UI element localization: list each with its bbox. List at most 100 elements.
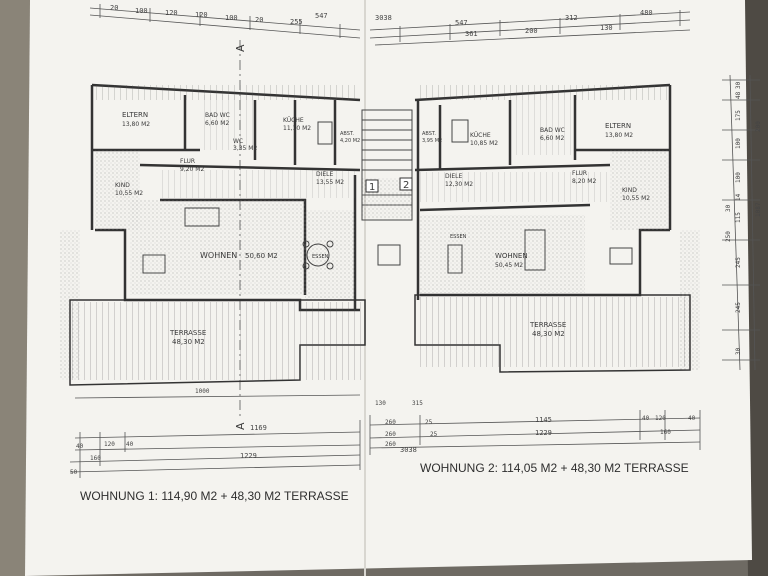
dim-top-left-2: 120: [165, 9, 178, 17]
room-left-kind: KIND: [115, 182, 130, 189]
dim-top-right-3: 480: [640, 9, 653, 17]
room-left-bad: BAD WC: [205, 112, 230, 119]
room-left-flur-area: 9,20 M2: [180, 166, 204, 173]
dim-bottom-left-0: 1000: [195, 388, 210, 395]
dim-center-1: 315: [412, 400, 423, 407]
right-bed: [451, 119, 469, 143]
dim-top-right-2: 312: [565, 14, 578, 22]
room-right-terrasse: TERRASSE: [529, 321, 566, 329]
room-left-kind-area: 10,55 M2: [115, 190, 143, 197]
right-room-labels: ABST. 3,95 M2 KÜCHE 10,85 M2 BAD WC 6,60…: [422, 122, 650, 338]
right-dim-labels: 30 48 175 100 200 100 14 30 115 250 245 …: [725, 81, 762, 355]
dim-bottom-right-6: 120: [655, 415, 666, 422]
room-left-essen: ESSEN: [312, 254, 329, 260]
room-right-abst-area: 3,95 M2: [422, 138, 442, 144]
dim-right-8: 115: [735, 212, 742, 223]
stair-marker-1: 1: [369, 182, 375, 193]
dim-right-4: 200: [755, 121, 762, 132]
room-right-wohnen-area: 50,45 M2: [495, 262, 523, 269]
dim-top-left-5: 20: [255, 16, 263, 24]
dim-top-right-6: 130: [600, 24, 613, 32]
dim-bottom-left-2: 1229: [240, 452, 257, 460]
dim-center-3: 25: [430, 431, 438, 438]
room-right-flur-area: 8,20 M2: [572, 178, 596, 185]
dim-top-right-0: 3038: [375, 14, 392, 22]
room-left-wohnen: WOHNEN: [200, 251, 237, 260]
room-left-abst-area: 4,20 M2: [340, 138, 360, 144]
room-left-abst: ABST.: [340, 131, 354, 137]
room-right-kueche-area: 10,85 M2: [470, 140, 498, 147]
dim-top-left-6: 255: [290, 18, 303, 26]
stair-marker-2: 2: [403, 180, 409, 191]
dim-bottom-right-4: 1229: [535, 429, 552, 437]
dim-top-left-4: 100: [225, 14, 238, 22]
dim-top-right-4: 361: [465, 30, 478, 38]
dim-right-10: 245: [735, 257, 742, 268]
room-right-essen: ESSEN: [450, 234, 467, 240]
room-left-diele-area: 13,55 M2: [316, 179, 344, 186]
right-sofa: [524, 229, 546, 271]
dim-bottom-left-6: 160: [90, 455, 101, 462]
dim-right-1: 48: [735, 91, 742, 99]
left-top-wall-hatch: [92, 85, 360, 100]
dim-bottom-left-1: 1169: [250, 424, 267, 432]
left-room-labels: ELTERN 13,80 M2 BAD WC 6,60 M2 KÜCHE 11,…: [115, 111, 360, 346]
room-left-terrasse: TERRASSE: [169, 329, 206, 337]
room-right-eltern-area: 13,80 M2: [605, 132, 633, 139]
room-left-terrasse-area: 48,30 M2: [172, 338, 205, 346]
right-armchair: [609, 247, 633, 265]
room-left-diele: DIELE: [316, 171, 334, 178]
left-armchair: [142, 254, 166, 274]
stair-marker-2-box: [399, 177, 413, 191]
room-right-diele-area: 12,30 M2: [445, 181, 473, 188]
dim-bottom-left-4: 120: [104, 441, 115, 448]
right-bath-tiles: [515, 100, 573, 155]
dim-bottom-right-9: 160: [660, 429, 671, 436]
room-right-flur: FLUR: [572, 170, 587, 177]
room-left-eltern: ELTERN: [122, 111, 148, 119]
left-bath-tiles: [200, 95, 255, 150]
dim-bottom-left-3: 40: [76, 443, 84, 450]
section-marker-bottom: A: [234, 422, 247, 430]
room-left-kueche: KÜCHE: [283, 117, 304, 124]
top-dimensions: [89, 7, 691, 46]
room-right-bad-area: 6,60 M2: [540, 135, 564, 142]
room-left-flur: FLUR: [180, 158, 195, 165]
room-right-diele: DIELE: [445, 173, 463, 180]
dim-top-left-3: 120: [195, 11, 208, 19]
dim-right-12: 30: [735, 347, 742, 355]
dim-bottom-right-1: 260: [385, 431, 396, 438]
right-kind-floor: [610, 150, 668, 230]
room-left-bad-area: 6,60 M2: [205, 120, 229, 127]
dim-center-2: 260: [385, 441, 396, 448]
dim-right-9: 250: [725, 231, 732, 242]
dim-top-right-5: 200: [525, 27, 538, 35]
room-right-kind: KIND: [622, 187, 637, 194]
dim-bottom-right-3: 1145: [535, 416, 552, 424]
room-left-wohnen-area: 50,60 M2: [245, 252, 278, 260]
section-marker-top: A: [234, 44, 247, 52]
dim-bottom-right-5: 3038: [400, 446, 417, 454]
room-left-wc: WC: [233, 138, 243, 145]
dim-top-left-7: 547: [315, 12, 328, 20]
dim-bottom-right-0: 260: [385, 419, 396, 426]
dim-right-2: 175: [735, 110, 742, 121]
right-diele-floor: [420, 172, 610, 202]
room-right-bad: BAD WC: [540, 127, 565, 134]
caption-wohnung-1: WOHNUNG 1: 114,90 M2 + 48,30 M2 TERRASSE: [80, 489, 349, 503]
left-terrasse: [60, 230, 366, 386]
dim-top-left-0: 20: [110, 4, 118, 12]
dim-bottom-right-2: 25: [425, 419, 433, 426]
left-essen-floor: [305, 210, 355, 300]
dim-right-5: 100: [735, 172, 742, 183]
dim-right-3: 100: [735, 138, 742, 149]
left-bed: [317, 121, 333, 145]
room-left-kueche-area: 11,10 M2: [283, 125, 311, 132]
dim-bottom-left-7: 50: [70, 469, 78, 476]
dim-right-11: 245: [735, 302, 742, 313]
bottom-dim-labels: 1000 1169 1229 40 120 40 160 50 260 260 …: [70, 388, 696, 476]
right-dimensions: [722, 74, 760, 371]
caption-wohnung-2: WOHNUNG 2: 114,05 M2 + 48,30 M2 TERRASSE: [420, 461, 689, 475]
